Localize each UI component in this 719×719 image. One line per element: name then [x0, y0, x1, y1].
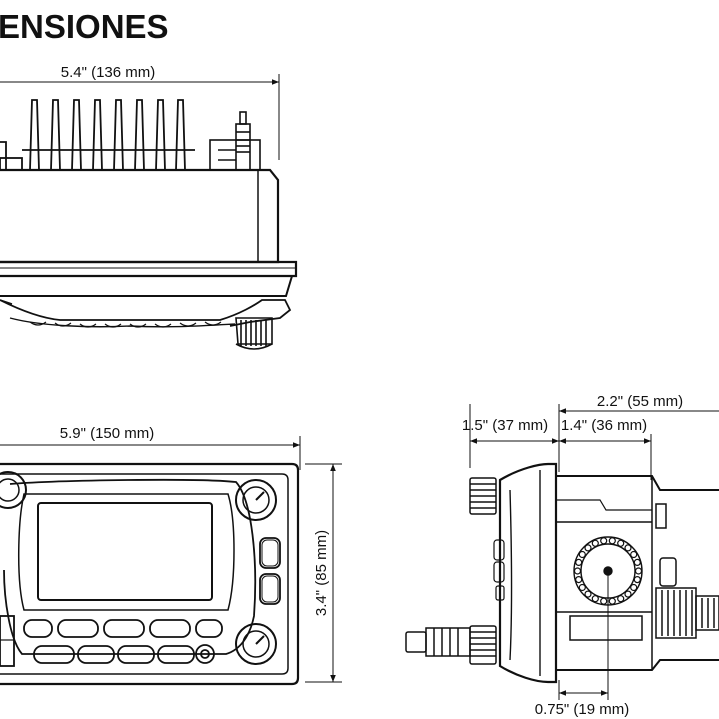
mic-jack — [0, 615, 15, 667]
squelch-knob-icon — [235, 623, 277, 665]
button-row-2 — [33, 644, 215, 664]
side-total-label: 2.2" (55 mm) — [597, 393, 683, 410]
front-width-label: 5.9" (150 mm) — [60, 425, 155, 442]
antenna-connector — [209, 111, 261, 171]
heat-sink-fins — [22, 99, 195, 171]
rear-connectors — [655, 503, 719, 639]
front-panel-outline — [0, 462, 300, 686]
dial-tooth — [575, 575, 583, 584]
side-bottom-label: 0.75" (19 mm) — [535, 701, 630, 718]
front-height-label: 3.4" (85 mm) — [313, 530, 330, 616]
side-top-knob — [469, 477, 497, 515]
volume-knob-icon — [0, 471, 27, 509]
dial-tooth — [591, 539, 599, 547]
chassis-body — [0, 168, 280, 264]
front-bezel-top — [0, 260, 298, 278]
dial-tooth — [578, 550, 586, 559]
dial-tooth — [624, 590, 632, 598]
dial-tooth — [630, 550, 638, 559]
side-front-panel — [498, 462, 558, 684]
top-view-knob — [235, 317, 273, 350]
front-view-drawing — [0, 436, 342, 686]
dial-tooth — [630, 583, 638, 592]
dial-tooth — [633, 575, 641, 584]
display-screen — [37, 502, 213, 601]
dial-tooth — [600, 597, 608, 605]
dial-tooth — [575, 558, 583, 567]
dial-tooth — [600, 537, 608, 545]
channel-knob-icon — [235, 479, 277, 521]
dial-tooth — [578, 583, 586, 592]
dial-tooth — [617, 539, 625, 547]
dial-tooth — [608, 597, 616, 605]
dial-tooth — [584, 544, 592, 552]
dial-tooth — [591, 595, 599, 603]
mounting-dial-teeth — [573, 537, 643, 605]
dial-tooth — [624, 544, 632, 552]
section-title: ENSIONES — [0, 8, 169, 45]
button-row-1 — [23, 619, 223, 638]
side-body — [556, 475, 719, 491]
dial-tooth — [633, 558, 641, 567]
side-rear-label: 1.4" (36 mm) — [561, 417, 647, 434]
side-view-drawing — [405, 404, 719, 700]
side-front-label: 1.5" (37 mm) — [462, 417, 548, 434]
top-width-label: 5.4" (136 mm) — [61, 64, 156, 81]
dial-tooth — [584, 590, 592, 598]
dial-tooth — [617, 595, 625, 603]
mic-plug — [405, 627, 471, 657]
dial-tooth — [573, 567, 582, 575]
top-view-drawing — [0, 74, 298, 350]
side-bottom-knob — [469, 625, 497, 665]
dial-tooth — [608, 537, 616, 545]
dial-tooth — [634, 567, 643, 575]
